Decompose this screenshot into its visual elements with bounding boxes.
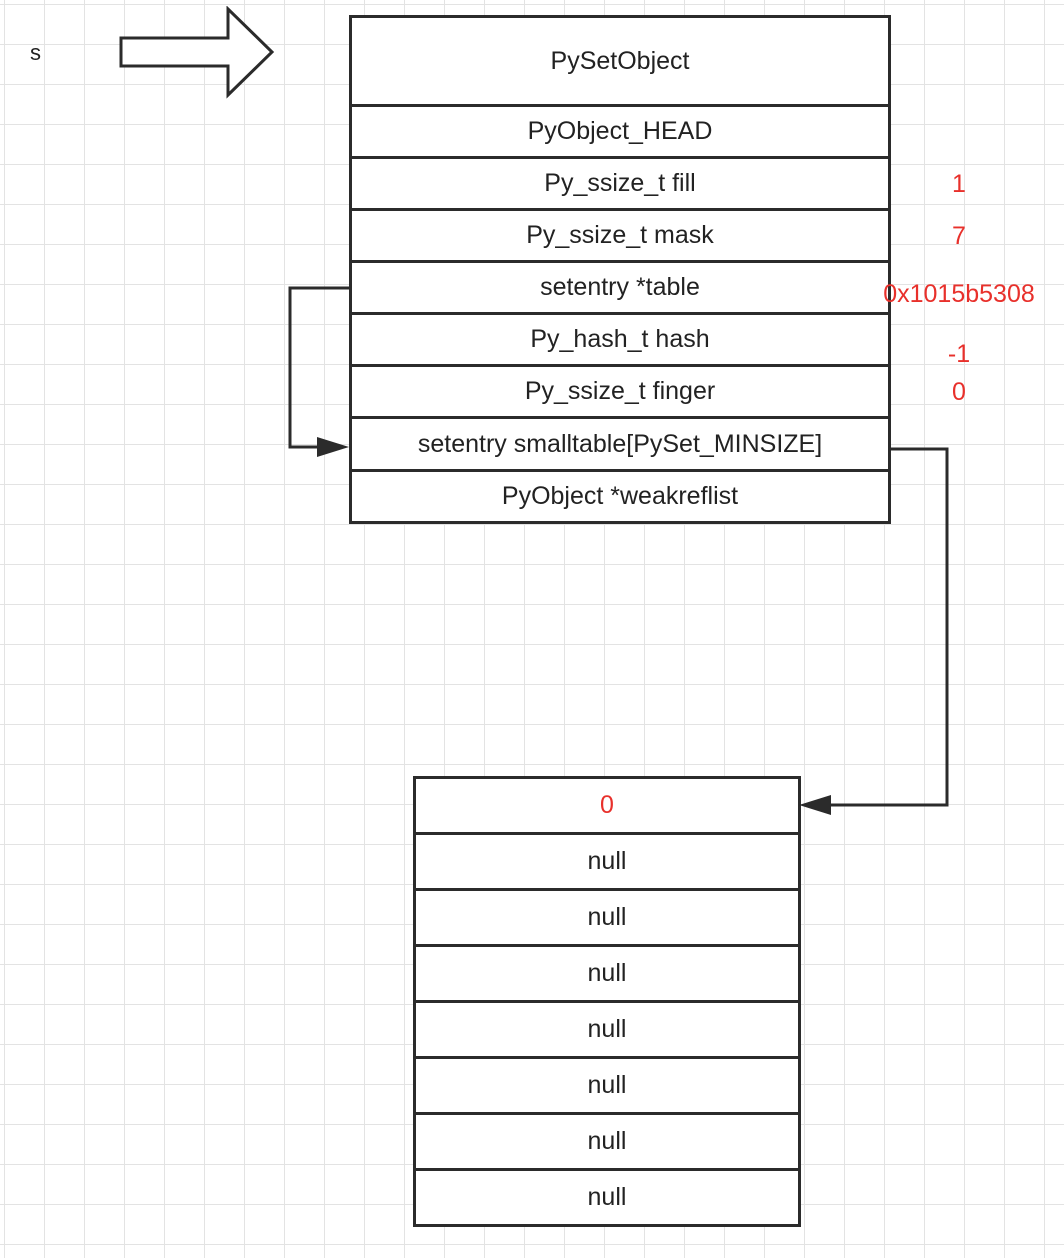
smalltable-entry-6: null bbox=[416, 1115, 798, 1171]
smalltable-entry-7: null bbox=[587, 1183, 627, 1211]
smalltable-entry-1: null bbox=[416, 835, 798, 891]
smalltable-connector bbox=[830, 447, 949, 807]
variable-label: s bbox=[30, 40, 41, 65]
smalltable-entry-4: null bbox=[416, 1003, 798, 1059]
smalltable-array: 0 null null null null null null null bbox=[413, 776, 801, 1227]
table-pointer-connector bbox=[288, 286, 349, 449]
smalltable-arrowhead-icon bbox=[799, 795, 831, 815]
field-fill: Py_ssize_t fill bbox=[352, 159, 888, 211]
pysetobject-struct: PySetObject PyObject_HEAD Py_ssize_t fil… bbox=[349, 15, 891, 524]
smalltable-entry-2: null bbox=[416, 891, 798, 947]
mask-value: 7 bbox=[952, 222, 966, 250]
field-smalltable: setentry smalltable[PySet_MINSIZE] bbox=[352, 419, 888, 472]
table-pointer-arrowhead-icon bbox=[317, 437, 349, 457]
hash-value: -1 bbox=[947, 340, 971, 368]
pointer-arrow-icon bbox=[119, 6, 275, 99]
field-weakreflist: PyObject *weakreflist bbox=[501, 482, 739, 510]
field-hash: Py_hash_t hash bbox=[352, 315, 888, 367]
field-table: setentry *table bbox=[352, 263, 888, 315]
field-finger: Py_ssize_t finger bbox=[352, 367, 888, 419]
struct-title: PySetObject bbox=[352, 18, 888, 107]
fill-value: 1 bbox=[952, 170, 966, 198]
field-pyobject-head: PyObject_HEAD bbox=[352, 107, 888, 159]
finger-value: 0 bbox=[952, 378, 966, 406]
smalltable-entry-5: null bbox=[416, 1059, 798, 1115]
field-mask: Py_ssize_t mask bbox=[352, 211, 888, 263]
table-address-value: 0x1015b5308 bbox=[883, 280, 1035, 308]
smalltable-entry-0: 0 bbox=[416, 779, 798, 835]
smalltable-entry-3: null bbox=[416, 947, 798, 1003]
